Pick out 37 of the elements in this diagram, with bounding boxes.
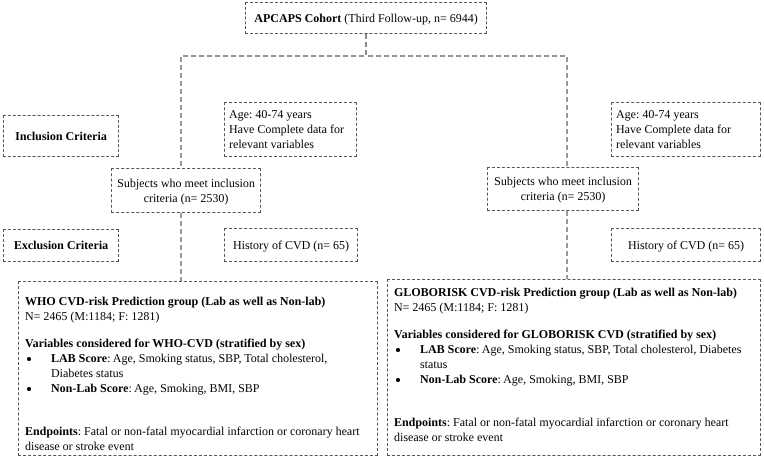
group-box bbox=[18, 281, 378, 456]
group-heading: WHO CVD-risk Prediction group (Lab as well as Non-lab) bbox=[25, 294, 326, 309]
criteria-box bbox=[224, 102, 357, 157]
node-text: APCAPS Cohort (Third Follow-up, n= 6944) bbox=[254, 10, 478, 26]
list-item: Non-Lab Score: Age, Smoking, BMI, SBP bbox=[51, 381, 260, 396]
node-text: Age: 40-74 years bbox=[229, 107, 313, 122]
node-text: History of CVD (n= 65) bbox=[232, 238, 350, 252]
node-text: Subjects who meet inclusion criteria (n= 2530) bbox=[116, 176, 256, 206]
list-item: LAB Score: Age, Smoking status, SBP, Total cholesterol, Diabetes status bbox=[51, 351, 328, 381]
group-heading: Variables considered for WHO-CVD (stratified by sex) bbox=[25, 336, 306, 351]
node-text: Exclusion Criteria bbox=[14, 238, 108, 253]
node-text: Have Complete data for relevant variables bbox=[616, 122, 732, 152]
process-box bbox=[487, 167, 639, 211]
criteria-label-box bbox=[3, 229, 119, 262]
criteria-label-box bbox=[3, 115, 119, 157]
group-box bbox=[387, 279, 761, 456]
cohort-box bbox=[245, 2, 487, 34]
node-text: Subjects who meet inclusion criteria (n= 2530) bbox=[493, 174, 633, 204]
connector-line bbox=[566, 211, 568, 279]
sample-size-text: N= 2465 (M:1184; F: 1281) bbox=[394, 300, 530, 315]
endpoints-text: Endpoints: Fatal or non-fatal myocardial infarction or coronary heart disease or stroke event bbox=[25, 424, 361, 454]
node-text: History of CVD (n= 65) bbox=[628, 238, 744, 252]
criteria-box bbox=[611, 102, 761, 157]
endpoints-text: Endpoints: Fatal or non-fatal myocardial infarction or coronary heart disease or stroke event bbox=[394, 415, 730, 445]
connector-line bbox=[180, 213, 182, 281]
group-heading: GLOBORISK CVD-risk Prediction group (Lab as well as Non-lab) bbox=[394, 285, 738, 300]
node-text: Inclusion Criteria bbox=[15, 128, 107, 144]
connector-line bbox=[365, 34, 568, 167]
exclusion-box bbox=[224, 228, 358, 262]
list-item: LAB Score: Age, Smoking status, SBP, Total cholesterol, Diabetes status bbox=[420, 342, 742, 372]
sample-size-text: N= 2465 (M:1184; F: 1281) bbox=[25, 309, 160, 324]
node-text: Have Complete data for relevant variables bbox=[229, 122, 345, 152]
process-box bbox=[111, 168, 261, 213]
group-heading: Variables considered for GLOBORISK CVD (stratified by sex) bbox=[394, 327, 718, 342]
node-text: Age: 40-74 years bbox=[616, 107, 700, 122]
list-item: Non-Lab Score: Age, Smoking, BMI, SBP bbox=[420, 372, 628, 387]
exclusion-box bbox=[611, 228, 761, 262]
